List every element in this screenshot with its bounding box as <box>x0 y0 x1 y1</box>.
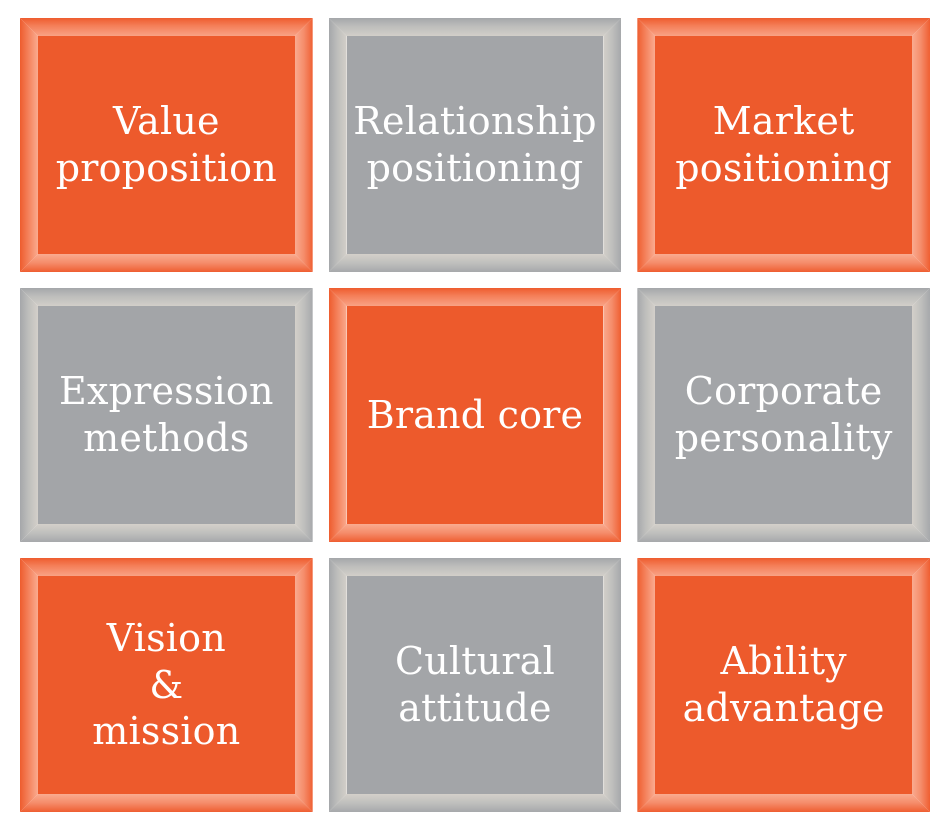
tile-label: Relationship positioning <box>353 99 597 190</box>
tile-face: Ability advantage <box>655 576 912 794</box>
tile-label: Ability advantage <box>682 639 885 730</box>
tile-ability-advantage[interactable]: Ability advantage <box>637 558 930 812</box>
tile-relationship-positioning[interactable]: Relationship positioning <box>329 18 622 272</box>
tile-face: Relationship positioning <box>346 36 604 254</box>
tile-label: Expression methods <box>59 369 274 460</box>
tile-vision-and-mission[interactable]: Vision & mission <box>20 558 313 812</box>
tile-value-proposition[interactable]: Value proposition <box>20 18 313 272</box>
tile-label: Value proposition <box>55 99 277 190</box>
tile-label: Market positioning <box>675 99 893 190</box>
tile-face: Brand core <box>346 306 604 524</box>
tile-face: Market positioning <box>655 36 912 254</box>
tile-label: Cultural attitude <box>394 639 555 730</box>
tile-label: Brand core <box>366 392 584 437</box>
tile-market-positioning[interactable]: Market positioning <box>637 18 930 272</box>
tile-face: Value proposition <box>38 36 295 254</box>
tile-expression-methods[interactable]: Expression methods <box>20 288 313 542</box>
tile-label: Vision & mission <box>92 615 241 754</box>
tile-corporate-personality[interactable]: Corporate personality <box>637 288 930 542</box>
tile-brand-core[interactable]: Brand core <box>329 288 622 542</box>
tile-face: Corporate personality <box>655 306 912 524</box>
tile-face: Expression methods <box>38 306 295 524</box>
tile-face: Vision & mission <box>38 576 295 794</box>
tile-cultural-attitude[interactable]: Cultural attitude <box>329 558 622 812</box>
tile-face: Cultural attitude <box>346 576 604 794</box>
tile-label: Corporate personality <box>674 369 893 460</box>
